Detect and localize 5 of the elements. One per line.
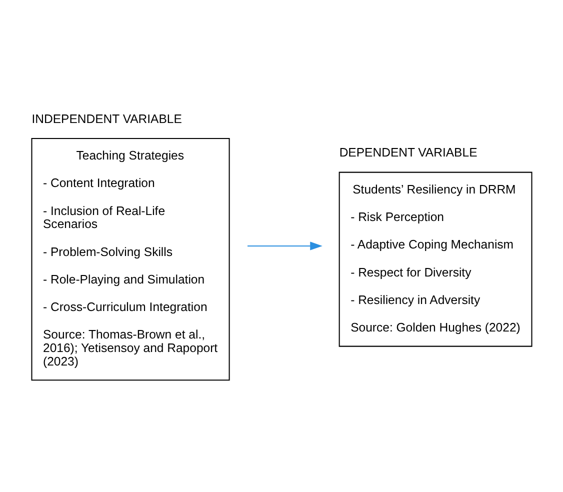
node-box: Teaching Strategies - Content Integration - Inclusion of Real-Life Scenarios - Problem-Solving Skills - Role-Playing and Simulation - Cross-Curriculum Integration Source: Thomas-Brown et al., 2016); Yetisensoy and Rapoport (2023) xyxy=(31,138,230,381)
node-box: Students’ Resiliency in DRRM - Risk Perception - Adaptive Coping Mechanism - Respect for Diversity - Resiliency in Adversity Source: Golden Hughes (2022) xyxy=(338,172,532,347)
arrow xyxy=(248,242,322,250)
node-label: INDEPENDENT VARIABLE xyxy=(32,112,182,126)
node-label: DEPENDENT VARIABLE xyxy=(339,146,478,160)
